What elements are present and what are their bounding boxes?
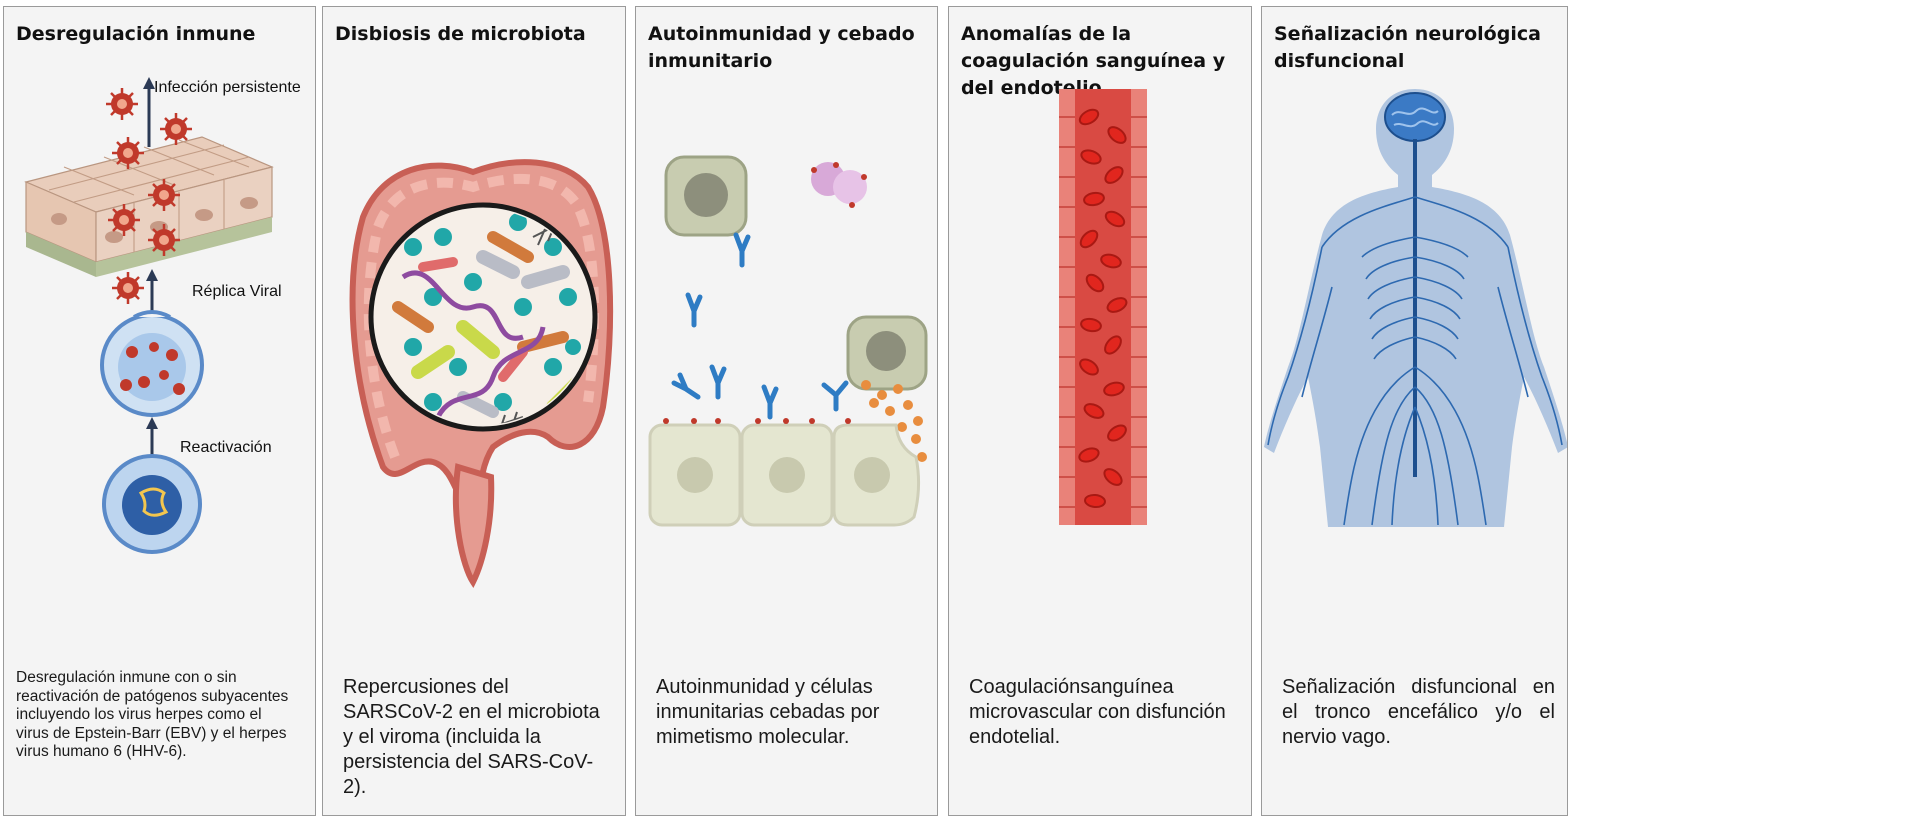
panel-immune-dysregulation: Desregulación inmune (3, 6, 316, 816)
panel-neurological: Señalización neurológica disfuncional Se… (1261, 6, 1568, 816)
label-persistent-infection: Infección persistente (154, 79, 301, 97)
panel-description: Señalización disfuncional en el tronco e… (1282, 675, 1555, 750)
immune-dysregulation-illustration (4, 7, 316, 657)
nervous-system-illustration (1262, 7, 1568, 657)
blood-vessel-illustration (949, 7, 1252, 657)
panel-microbiota-dysbiosis: Disbiosis de microbiota (322, 6, 626, 816)
panel-description: Coagulaciónsanguínea microvascular con d… (969, 675, 1239, 750)
panel-description: Autoinmunidad y células inmunitarias ceb… (656, 675, 925, 750)
antibody-icon (674, 235, 846, 417)
panel-description: Repercusiones del SARSCoV-2 en el microb… (343, 675, 613, 800)
intestine-illustration (323, 7, 626, 657)
label-viral-replication: Réplica Viral (192, 283, 282, 301)
panel-description: Desregulación inmune con o sin reactivac… (16, 669, 295, 762)
panel-coagulation: Anomalías de la coagulación sanguínea y … (948, 6, 1252, 816)
autoimmunity-illustration (636, 7, 938, 657)
panel-autoimmunity: Autoinmunidad y cebado inmunitario (635, 6, 938, 816)
label-reactivation: Reactivación (180, 439, 272, 457)
